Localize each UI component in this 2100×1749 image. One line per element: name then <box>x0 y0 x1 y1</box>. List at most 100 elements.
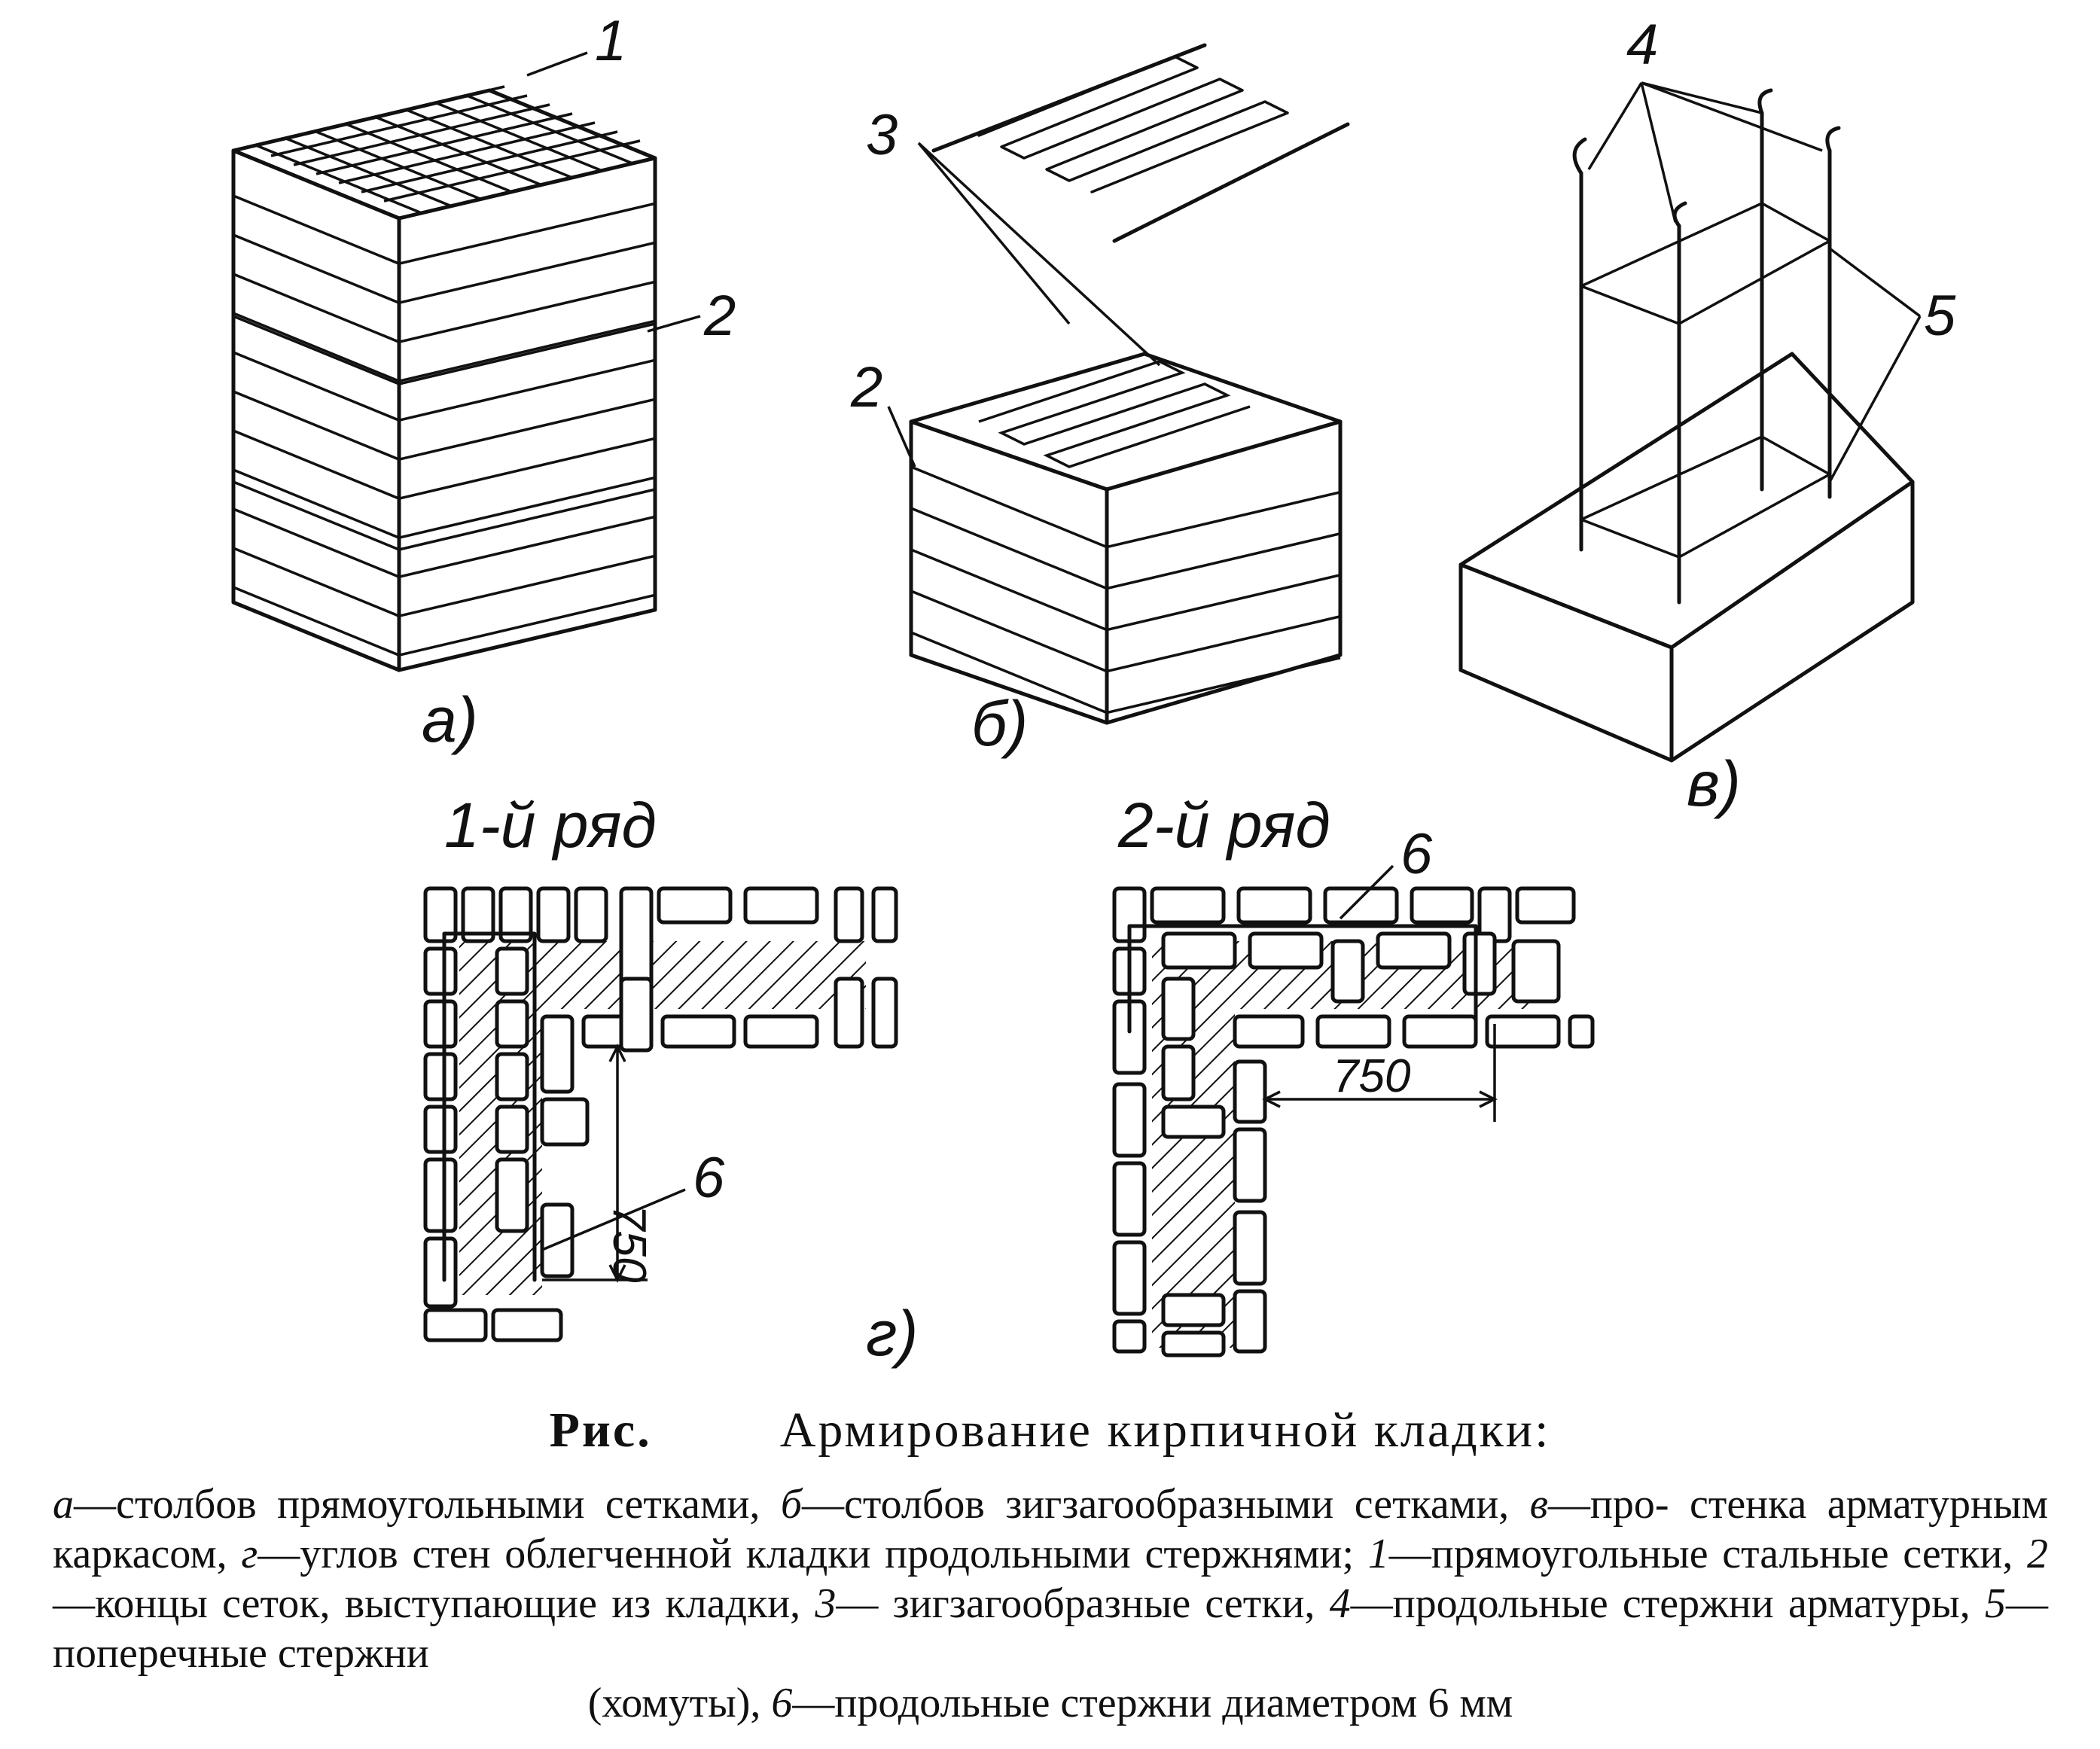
brick <box>743 886 819 925</box>
callout-5: 5 <box>1924 284 1956 348</box>
panel-label-b: б) <box>971 688 1028 759</box>
brick <box>423 1236 458 1309</box>
brick <box>619 977 654 1053</box>
brick-course-line <box>910 548 1108 632</box>
brick <box>1462 931 1497 996</box>
brick-course-line <box>910 465 1108 549</box>
brick-course-line <box>233 312 400 382</box>
brick <box>423 1308 488 1342</box>
brick-courses <box>233 194 656 657</box>
brick <box>498 886 533 943</box>
reinforcement-figure: 1 2 а) 3 2 б) <box>231 9 1956 1369</box>
legend-text: —про- <box>1547 1481 1669 1528</box>
brick <box>1112 1240 1147 1316</box>
panel-b-column: 3 2 б) <box>850 43 1350 759</box>
brick-course-line <box>233 429 400 500</box>
brick <box>1161 931 1237 970</box>
brick-course-line <box>910 507 1108 590</box>
figure-caption-legend: а—столбов прямоугольными сетками, б—стол… <box>53 1479 2048 1728</box>
brick-course-line <box>398 398 656 461</box>
brick <box>871 977 898 1049</box>
brick-course-line <box>1106 532 1341 590</box>
brick-course-line <box>910 590 1108 673</box>
brick-course-line <box>233 547 400 617</box>
brick <box>574 886 608 943</box>
brick <box>495 1157 529 1233</box>
brick <box>495 999 529 1049</box>
legend-text: —продольные стержни диаметром 6 мм <box>792 1680 1513 1726</box>
panel-a-column: 1 2 а) <box>231 9 736 755</box>
zigzag-mesh <box>978 360 1251 468</box>
brick <box>540 1097 590 1147</box>
brick <box>540 1202 575 1278</box>
brick <box>1112 1082 1147 1158</box>
brick <box>423 999 458 1049</box>
panel-label-a: а) <box>422 684 478 755</box>
brick <box>1323 886 1399 925</box>
brick <box>1233 1014 1305 1049</box>
legend-text: зигзагообразные сетки, <box>892 1580 1330 1627</box>
brick <box>1410 886 1474 925</box>
brick-course-line <box>1106 574 1341 632</box>
legend-key: 5 <box>1985 1580 2007 1627</box>
brick-outline <box>423 886 898 1342</box>
legend-key: 1 <box>1367 1531 1389 1577</box>
brick <box>871 886 898 943</box>
legend-text: —продольные стержни арматуры, <box>1350 1580 1986 1627</box>
brick <box>1161 977 1196 1041</box>
legend-text: (хомуты), <box>587 1680 772 1726</box>
callout-6-row2: 6 <box>1401 822 1433 886</box>
brick-course-line <box>398 202 656 265</box>
brick <box>1236 886 1312 925</box>
mesh-grid <box>233 85 656 551</box>
brick <box>1515 886 1576 925</box>
legend-key: г <box>241 1531 258 1577</box>
brick-course-line <box>233 194 400 265</box>
zigzag-mesh-detail <box>931 43 1350 243</box>
legend-text: стенка арматурным каркасом, <box>53 1481 2049 1577</box>
figure-caption-title: Рис. Армирование кирпичной кладки: <box>0 1402 2100 1459</box>
legend-key: 2 <box>2027 1531 2049 1577</box>
brick <box>834 886 864 943</box>
legend-last-line: (хомуты), 6—продольные стержни диаметром… <box>53 1678 2048 1728</box>
figure-title: Армирование кирпичной кладки: <box>779 1403 1551 1458</box>
brick <box>1112 1161 1147 1237</box>
callout-2: 2 <box>703 284 736 348</box>
brick <box>1402 1014 1478 1049</box>
callout-4: 4 <box>1626 13 1658 77</box>
legend-text: —столбов зигзагообразными сетками, <box>802 1481 1530 1528</box>
brick <box>1315 1014 1391 1049</box>
callout-2: 2 <box>850 355 882 419</box>
brick-courses <box>910 465 1341 715</box>
figure-label: Рис. <box>549 1403 652 1458</box>
row1-title: 1-й ряд <box>444 790 657 861</box>
brick-course-line <box>233 351 400 422</box>
brick <box>1161 1330 1226 1357</box>
brick-course-line <box>398 554 656 617</box>
brick-outline <box>1112 886 1595 1357</box>
brick <box>1485 1014 1561 1049</box>
brick-course-line <box>398 358 656 422</box>
brick-course-line <box>233 273 400 343</box>
legend-key: 3 <box>815 1580 837 1627</box>
brick <box>1161 1293 1226 1327</box>
brick <box>1161 1044 1196 1102</box>
brick <box>1376 931 1452 970</box>
row2-plan: 2-й ряд 750 6 <box>1112 790 1595 1357</box>
legend-text: —столбов прямоугольными сетками, <box>74 1481 781 1528</box>
brick-course-line <box>398 241 656 304</box>
brick <box>1511 939 1561 1004</box>
brick <box>1161 1105 1226 1139</box>
brick <box>495 946 529 996</box>
brick-course-line <box>398 280 656 343</box>
brick <box>1233 1210 1267 1286</box>
legend-key: б <box>780 1481 803 1528</box>
brick <box>1112 1319 1147 1354</box>
brick <box>495 1052 529 1102</box>
row1-plan: 1-й ряд 750 6 г) <box>423 790 918 1369</box>
brick <box>1330 939 1365 1004</box>
legend-text: — <box>836 1580 879 1627</box>
brick <box>423 1105 458 1154</box>
brick <box>1233 1059 1267 1124</box>
brick-course-line <box>233 233 400 304</box>
